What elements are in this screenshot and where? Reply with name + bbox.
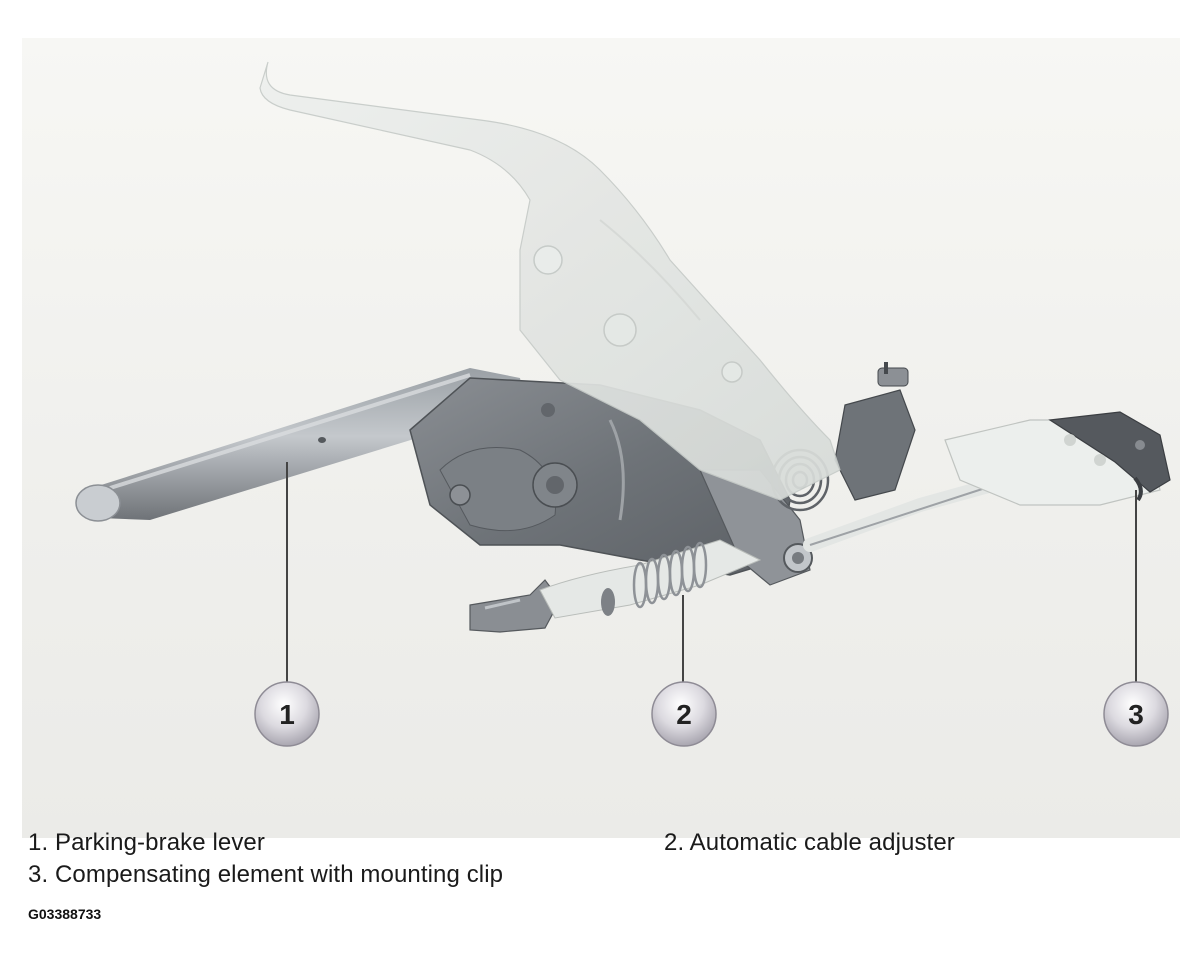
lever-shaft <box>75 368 525 522</box>
compensating-element <box>944 411 1171 506</box>
callout-3: 3 <box>1103 681 1169 747</box>
callout-3-number: 3 <box>1128 699 1144 730</box>
pivot-bracket <box>834 362 916 501</box>
callout-1-number: 1 <box>279 699 295 730</box>
callout-2-number: 2 <box>676 699 692 730</box>
legend-item-3: 3. Compensating element with mounting cl… <box>28 861 504 888</box>
callout-1: 1 <box>254 681 320 747</box>
legend-item-1: 1. Parking-brake lever <box>28 829 265 856</box>
leader-lines <box>286 462 1137 683</box>
callout-2: 2 <box>651 681 717 747</box>
lever-handle <box>259 61 841 501</box>
brake-cable <box>803 473 1017 552</box>
figure-id: G03388733 <box>28 906 102 922</box>
mounting-bracket <box>469 579 561 633</box>
legend-item-2: 2. Automatic cable adjuster <box>664 829 955 856</box>
cable-adjuster <box>539 539 762 619</box>
